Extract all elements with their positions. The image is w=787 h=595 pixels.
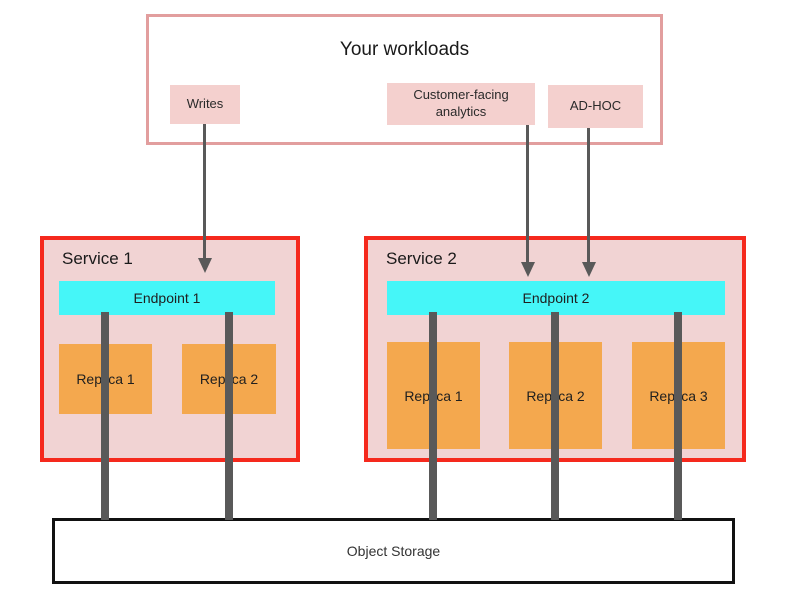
- workloads-box: Your workloads Writes Customer-facing an…: [146, 14, 663, 145]
- service1-box: Service 1 Endpoint 1 Replica 1 Replica 2: [40, 236, 300, 462]
- service2-endpoint: Endpoint 2: [387, 281, 725, 315]
- arrow-writes-to-endpoint1: [203, 124, 206, 260]
- connector-service2-replica3-storage: [674, 312, 682, 520]
- workloads-title: Your workloads: [339, 39, 470, 60]
- object-storage-box: Object Storage: [52, 518, 735, 584]
- arrow-analytics-to-endpoint2: [526, 125, 529, 264]
- service1-title: Service 1: [62, 249, 133, 268]
- connector-service1-replica1-storage: [101, 312, 109, 520]
- connector-service1-replica2-storage: [225, 312, 233, 520]
- connector-service2-replica1-storage: [429, 312, 437, 520]
- object-storage-label: Object Storage: [346, 543, 441, 559]
- workload-writes: Writes: [170, 85, 240, 124]
- arrowhead-writes-to-endpoint1: [198, 258, 212, 273]
- arrow-adhoc-to-endpoint2: [587, 128, 590, 264]
- workload-customer-facing-analytics: Customer-facing analytics: [387, 83, 535, 125]
- arrowhead-adhoc-to-endpoint2: [582, 262, 596, 277]
- workload-adhoc: AD-HOC: [548, 85, 643, 128]
- service1-endpoint: Endpoint 1: [59, 281, 275, 315]
- connector-service2-replica2-storage: [551, 312, 559, 520]
- service2-title: Service 2: [386, 249, 457, 268]
- arrowhead-analytics-to-endpoint2: [521, 262, 535, 277]
